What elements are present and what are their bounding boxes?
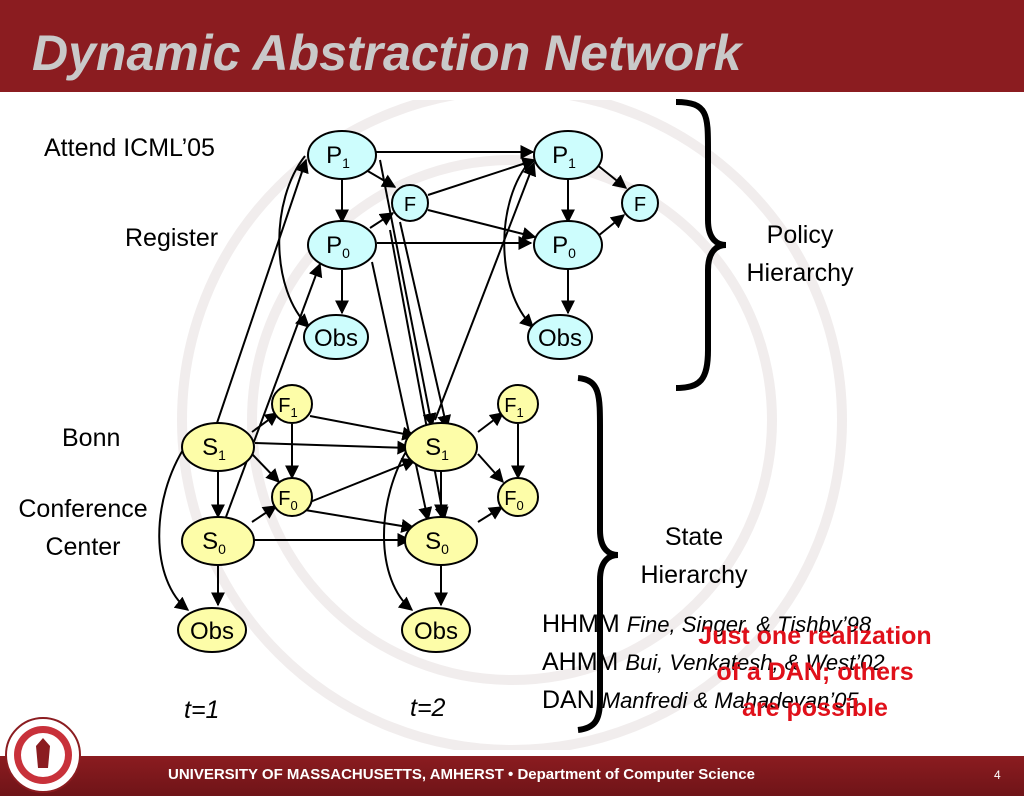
footer-text: UNIVERSITY OF MASSACHUSETTS, AMHERST • D… [168, 766, 755, 783]
policy-nodes-t2 [527, 130, 659, 360]
node-f-t1: F [404, 194, 416, 216]
label-state: State [664, 523, 724, 551]
overlay-note: Just one realization of a DAN; others ar… [698, 622, 932, 722]
label-attend: Attend ICML’05 [44, 134, 215, 162]
node-obs-state-t2: Obs [414, 618, 458, 645]
label-policy-hierarchy: Hierarchy [746, 259, 854, 287]
node-f1-t2: F1 [504, 395, 523, 420]
watermark-seal [177, 100, 847, 750]
reference-ahmm: AHMM Bui, Venkatesh, & West’02 [542, 648, 885, 676]
policy-nodes-t1 [303, 130, 429, 360]
state-brace [577, 375, 619, 733]
node-f0-t2: F0 [504, 488, 523, 513]
node-p0-t1: P0 [326, 232, 350, 261]
label-bonn: Bonn [62, 424, 121, 452]
node-s1-t1: S1 [202, 434, 226, 463]
label-t2: t=2 [410, 694, 446, 722]
reference-hhmm: HHMM Fine, Singer, & Tishby’98 [542, 610, 872, 638]
node-s1-t2: S1 [425, 434, 449, 463]
node-p0-t2: P0 [552, 232, 576, 261]
state-nodes-t1 [177, 384, 313, 653]
header-bar [0, 0, 1024, 92]
label-state-hierarchy: Hierarchy [640, 561, 748, 589]
reference-dan: DAN Manfredi & Mahadevan’05 [542, 686, 859, 714]
node-p1-t2: P1 [552, 142, 576, 171]
label-register: Register [125, 224, 219, 252]
node-p1-t1: P1 [326, 142, 350, 171]
label-center: Center [45, 533, 121, 561]
node-obs-policy-t1: Obs [314, 325, 358, 352]
policy-brace [675, 99, 727, 391]
node-obs-state-t1: Obs [190, 618, 234, 645]
node-f0-t1: F0 [278, 488, 297, 513]
footer-bar [0, 756, 1024, 796]
label-t1: t=1 [184, 696, 220, 724]
slide-title: Dynamic Abstraction Network [32, 25, 742, 81]
label-policy: Policy [766, 221, 834, 249]
node-s0-t1: S0 [202, 528, 226, 557]
node-f-t2: F [634, 194, 646, 216]
state-nodes-t2 [401, 384, 539, 653]
node-s0-t2: S0 [425, 528, 449, 557]
umass-seal-logo [5, 717, 81, 793]
node-obs-policy-t2: Obs [538, 325, 582, 352]
page-number: 4 [994, 768, 1001, 782]
node-f1-t1: F1 [278, 395, 297, 420]
label-conference: Conference [18, 495, 148, 523]
